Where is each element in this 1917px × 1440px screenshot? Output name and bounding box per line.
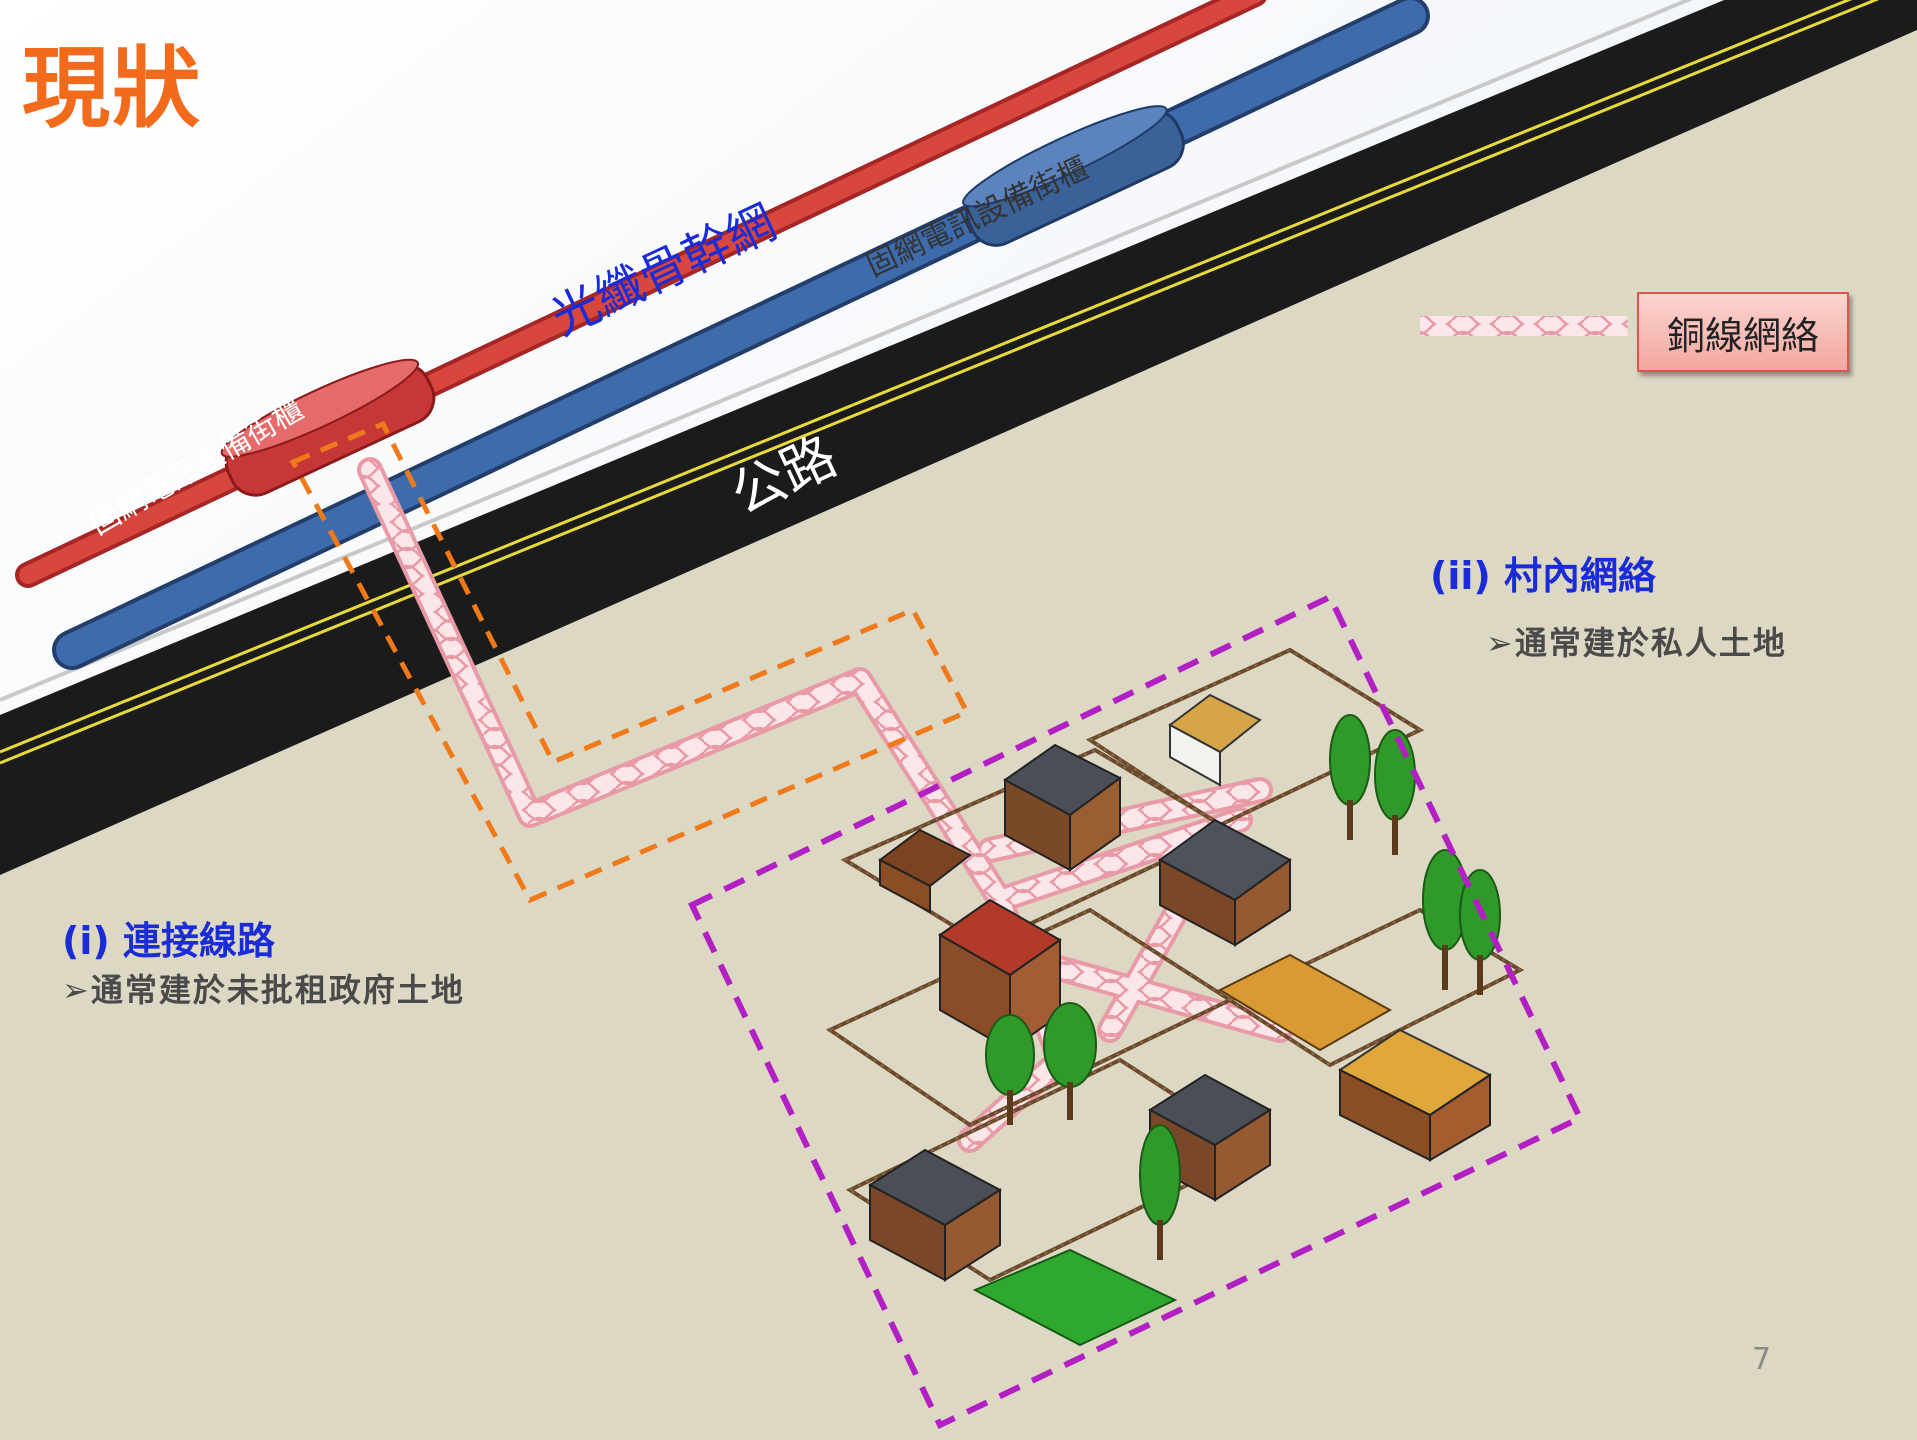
slide-title: 現狀: [22, 37, 203, 140]
road: [0, 0, 1917, 875]
page-number: 7: [1752, 1342, 1772, 1377]
section-connection-title: (i) 連接線路: [62, 919, 275, 963]
legend-copper-swatch: [1420, 316, 1628, 336]
section-village-desc: ➢通常建於私人土地: [1486, 624, 1787, 662]
bullet-arrow-icon: ➢: [62, 971, 91, 1009]
cabinet-right: [962, 105, 1185, 247]
connection-line-boundary: [289, 420, 971, 904]
cabinet-left: [220, 358, 436, 497]
legend-copper-label: 銅線網絡: [1637, 292, 1849, 372]
section-connection-desc: ➢通常建於未批租政府土地: [62, 971, 465, 1009]
road-edge: [0, 0, 1694, 702]
section-village-title: (ii) 村內網絡: [1430, 554, 1657, 598]
bullet-arrow-icon: ➢: [1486, 624, 1515, 662]
road-center-line-2: [0, 0, 1880, 765]
village-network-boundary: [688, 592, 1585, 1430]
village-illustration: [825, 647, 1525, 1347]
road-center-line-1: [0, 0, 1853, 754]
